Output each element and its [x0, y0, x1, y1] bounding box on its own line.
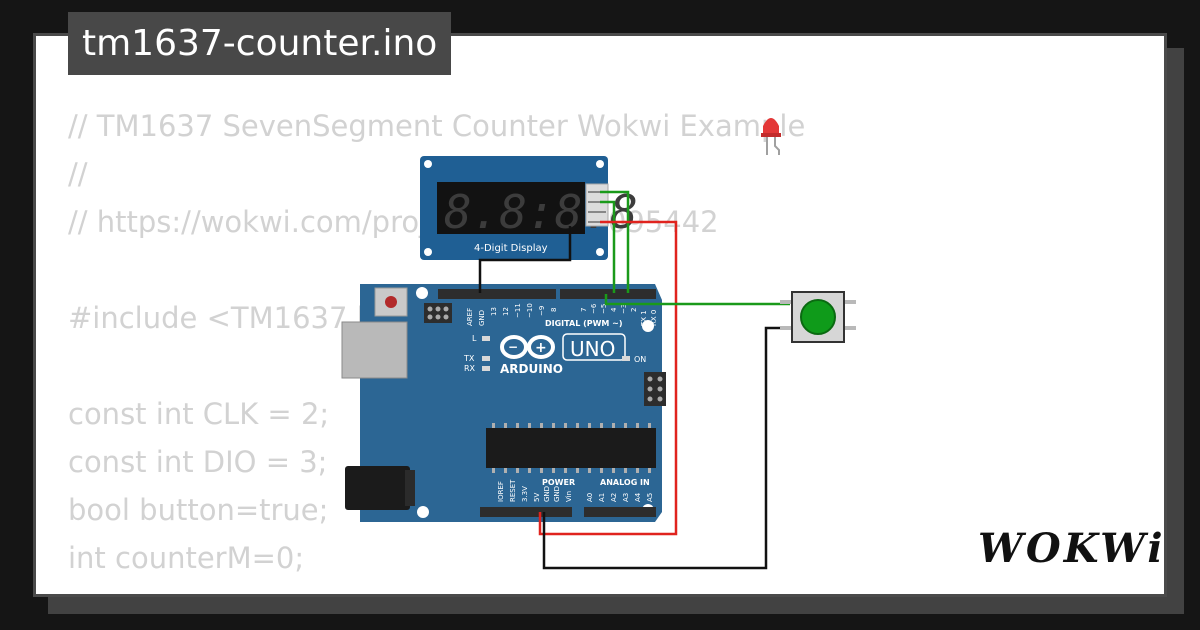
mount-hole — [424, 160, 432, 168]
pin-label: ~10 — [526, 303, 534, 318]
rx-label: RX — [464, 364, 476, 373]
arduino-infinity-logo — [500, 335, 555, 359]
mount-hole — [596, 248, 604, 256]
pin-label: GND — [543, 486, 551, 502]
model-label: UNO — [570, 337, 615, 361]
on-label: ON — [634, 355, 646, 364]
power-jack — [345, 466, 410, 510]
reset-button-cap — [385, 296, 397, 308]
pin-label: GND — [553, 486, 561, 502]
pin-label: GND — [478, 310, 486, 326]
arduino-label: ARDUINO — [500, 362, 563, 376]
button-leg — [780, 300, 792, 304]
pin-label: A3 — [622, 493, 630, 502]
code-line-1: // TM1637 SevenSegment Counter Wokwi Exa… — [68, 109, 806, 143]
top-pin-labels: AREF GND 13 12 ~11 ~10 ~9 8 7 ~6 ~5 4 ~3… — [466, 303, 658, 327]
led-dome — [763, 118, 779, 134]
button-leg — [842, 326, 856, 330]
chip-pins — [492, 423, 651, 473]
mount-hole — [416, 287, 428, 299]
pin-label: 7 — [580, 308, 588, 312]
pin-label: RESET — [509, 479, 517, 502]
pin-label: Vin — [565, 491, 573, 502]
wire-display-vcc[interactable] — [538, 220, 678, 536]
wire-button-signal[interactable] — [604, 294, 790, 306]
display-pin-header[interactable] — [585, 183, 609, 227]
mount-hole — [424, 248, 432, 256]
wire-display-dio[interactable] — [600, 200, 616, 293]
pin-label: 3.3V — [521, 486, 529, 502]
analog-header[interactable] — [584, 507, 656, 517]
wire-button-gnd[interactable] — [542, 326, 790, 570]
mount-hole — [596, 160, 604, 168]
code-line-10: int counterM=0; — [68, 541, 305, 575]
icsp-header-left — [424, 303, 452, 323]
pin-label: A5 — [646, 493, 654, 502]
pin-label: ~6 — [590, 303, 598, 314]
pin-label: 4 — [610, 307, 618, 312]
pin-label: A0 — [586, 493, 594, 502]
on-led — [622, 356, 630, 361]
power-jack-tip — [405, 470, 415, 506]
pin-label: 2 — [630, 308, 638, 312]
logo-minus: − — [508, 340, 518, 354]
rx-led — [482, 366, 490, 371]
atmega-chip — [486, 428, 656, 468]
code-line-7: const int CLK = 2; — [68, 397, 330, 431]
analog-label: ANALOG IN — [600, 478, 650, 487]
pin-label: ~5 — [600, 304, 608, 314]
button-leg — [780, 326, 792, 330]
uno-badge — [562, 333, 626, 361]
icsp-header-right — [644, 372, 666, 406]
logo-plus: + — [535, 340, 547, 356]
l-led — [482, 336, 490, 341]
pin-label: TX 1 — [640, 310, 648, 327]
digital-label: DIGITAL (PWM ~) — [545, 319, 623, 328]
pin-label: A1 — [598, 493, 606, 502]
pin-label: ~11 — [514, 303, 522, 318]
pin-label: 5V — [533, 493, 541, 502]
arduino-uno-board[interactable]: − + UNO ARDUINO DIGITAL (PWM ~) POWER AN… — [341, 284, 666, 522]
led-leg — [774, 137, 780, 155]
wire-display-gnd[interactable] — [478, 226, 572, 293]
pin-label: 13 — [490, 307, 498, 316]
pin-label: A4 — [634, 492, 642, 502]
wires — [478, 190, 790, 570]
digital-header-left[interactable] — [438, 289, 556, 299]
code-line-8: const int DIO = 3; — [68, 445, 328, 479]
pin-label: AREF — [466, 308, 474, 326]
button-cap[interactable] — [800, 299, 836, 335]
code-line-9: bool button=true; — [68, 493, 329, 527]
pin-label: ~3 — [620, 304, 628, 314]
tx-led — [482, 356, 490, 361]
digital-header-right[interactable] — [560, 289, 656, 299]
project-title: tm1637-counter.ino — [68, 12, 452, 75]
mount-hole — [642, 320, 654, 332]
power-header[interactable] — [480, 507, 572, 517]
l-label: L — [472, 334, 477, 343]
bottom-pin-labels: IOREF RESET 3.3V 5V GND GND Vin A0 A1 A2… — [497, 479, 654, 502]
pin-label: RX 0 — [650, 310, 658, 326]
red-led[interactable] — [761, 118, 781, 155]
display-label: 4-Digit Display — [474, 243, 548, 254]
pin-label: ~9 — [538, 306, 546, 316]
button-leg — [842, 300, 856, 304]
pin-label: IOREF — [497, 481, 505, 502]
pin-label: 12 — [502, 307, 510, 316]
wokwi-logo: WOKWi — [978, 525, 1166, 572]
tx-label: TX — [463, 354, 475, 363]
tm1637-display-module[interactable]: 8.8:8.8 4-Digit Display — [420, 156, 638, 260]
pin-label: 8 — [550, 308, 558, 312]
pushbutton[interactable] — [780, 291, 856, 343]
segment-window — [437, 182, 585, 234]
pin-label: A2 — [610, 493, 618, 502]
code-line-2: // — [68, 157, 88, 191]
led-rim — [761, 133, 781, 137]
wire-display-clk[interactable] — [600, 190, 630, 293]
power-label: POWER — [542, 478, 575, 487]
usb-port — [341, 321, 408, 379]
mount-hole — [417, 506, 429, 518]
